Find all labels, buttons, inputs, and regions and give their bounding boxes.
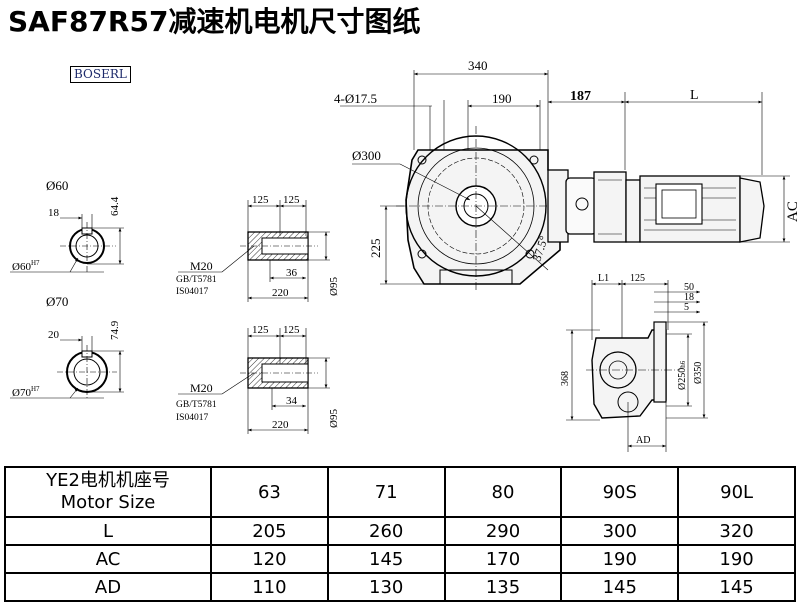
row-label: AC [4,544,212,574]
table-cell: 190 [560,544,680,574]
row-label: AD [4,572,212,602]
shaft-60-key-width: 18 [48,207,60,219]
reducer-housing [593,171,627,243]
sleeve-lower-std2: IS04017 [176,413,208,423]
size-cell: 63 [210,466,329,518]
table-cell: 205 [210,516,329,546]
sleeve-upper-view: 125 125 M20 GB/T5781 IS04017 36 220 Ø95 [176,194,340,302]
side-ad: AD [636,435,650,446]
sleeve-lower-dim-a: 125 [252,324,269,336]
sleeve-lower-dia: Ø95 [328,409,340,428]
brand-logo: BOSERL [70,66,131,83]
shaft-70-view: Ø70 20 74.9 Ø70H7 [10,294,124,400]
sleeve-upper-dim-b: 125 [283,194,300,206]
table-cell: 170 [443,544,563,574]
main-holes: 4-Ø17.5 [334,91,377,106]
side-flange [653,321,667,403]
shaft-70-key-width: 20 [48,329,60,341]
table-cell: 135 [443,572,563,602]
sleeve-upper-std1: GB/T5781 [176,275,217,285]
sleeve-upper-thread: M20 [190,259,213,273]
main-height: 225 [368,239,383,259]
sleeve-upper-length: 220 [272,287,289,299]
side-18: 18 [684,292,694,303]
side-view: L1 125 50 18 5 368 Ø250h6 Ø350 AD [560,273,708,452]
table-cell: 145 [677,572,796,602]
table-cell: 145 [560,572,680,602]
shaft-60-dia-label: Ø60 [46,178,68,193]
intermediate-reducer [565,177,597,235]
shaft-60-view: Ø60 18 64.4 Ø60H7 [10,178,124,273]
intermediate-flange [547,169,569,243]
main-motor-length: L [690,88,699,103]
main-offset: 187 [570,89,591,104]
side-housing [591,329,667,419]
table-row: AD 110 130 135 145 145 [4,572,796,602]
table-cell: 300 [560,516,680,546]
size-cell: 80 [443,466,563,518]
motor-flange [625,179,641,243]
sleeve-upper-dia: Ø95 [328,277,340,296]
table-header-label: YE2电机机座号 Motor Size [4,466,212,518]
shaft-60-key-height: 64.4 [109,196,121,216]
side-50: 50 [684,282,694,293]
table-row: AC 120 145 170 190 190 [4,544,796,574]
table-cell: 145 [326,544,446,574]
table-cell: 190 [677,544,796,574]
size-cell: 71 [326,466,446,518]
main-flange-dia: Ø300 [352,148,381,163]
sleeve-lower-dim-b: 125 [283,324,300,336]
motor-terminal-box [655,183,703,225]
main-width-total: 340 [468,58,488,73]
main-motor-dia: AC [785,201,800,222]
size-cell: 90S [560,466,680,518]
sleeve-lower-std1: GB/T5781 [176,400,217,410]
sleeve-upper-dim-a: 125 [252,194,269,206]
shaft-70-fit: Ø70H7 [12,385,40,399]
side-pilot: Ø250h6 [677,360,688,390]
header-en: Motor Size [60,492,156,513]
sleeve-lower-dim-c: 34 [286,395,298,407]
motor-size-table: YE2电机机座号 Motor Size 63 71 80 90S 90L L 2… [4,466,796,602]
header-cn: YE2电机机座号 [46,470,170,491]
side-l1: L1 [598,273,609,284]
sleeve-lower-thread: M20 [190,381,213,395]
row-label: L [4,516,212,546]
sleeve-lower-view: 125 125 M20 GB/T5781 IS04017 34 220 Ø95 [176,324,340,434]
table-row: L 205 260 290 300 320 [4,516,796,546]
table-cell: 260 [326,516,446,546]
side-368: 368 [560,371,571,386]
side-125: 125 [630,273,645,284]
technical-drawing: Ø60 18 64.4 Ø60H7 Ø70 20 74.9 Ø7 [10,58,800,452]
side-5: 5 [684,302,689,313]
shaft-70-dia-label: Ø70 [46,294,68,309]
sleeve-lower-length: 220 [272,419,289,431]
table-cell: 110 [210,572,329,602]
main-half-width: 190 [492,91,512,106]
table-cell: 320 [677,516,796,546]
shaft-60-fit: Ø60H7 [12,259,40,273]
table-header-row: YE2电机机座号 Motor Size 63 71 80 90S 90L [4,466,796,518]
size-cell: 90L [677,466,796,518]
page-title: SAF87R57减速机电机尺寸图纸 [8,5,421,38]
sleeve-upper-dim-c: 36 [286,267,298,279]
table-cell: 120 [210,544,329,574]
side-outer: Ø350 [693,362,704,384]
shaft-70-key-height: 74.9 [109,320,121,340]
main-assembly-view: 340 4-Ø17.5 190 187 L Ø300 225 [334,58,800,290]
table-cell: 290 [443,516,563,546]
motor-fan-cover [739,177,765,243]
table-cell: 130 [326,572,446,602]
sleeve-upper-std2: IS04017 [176,287,208,297]
